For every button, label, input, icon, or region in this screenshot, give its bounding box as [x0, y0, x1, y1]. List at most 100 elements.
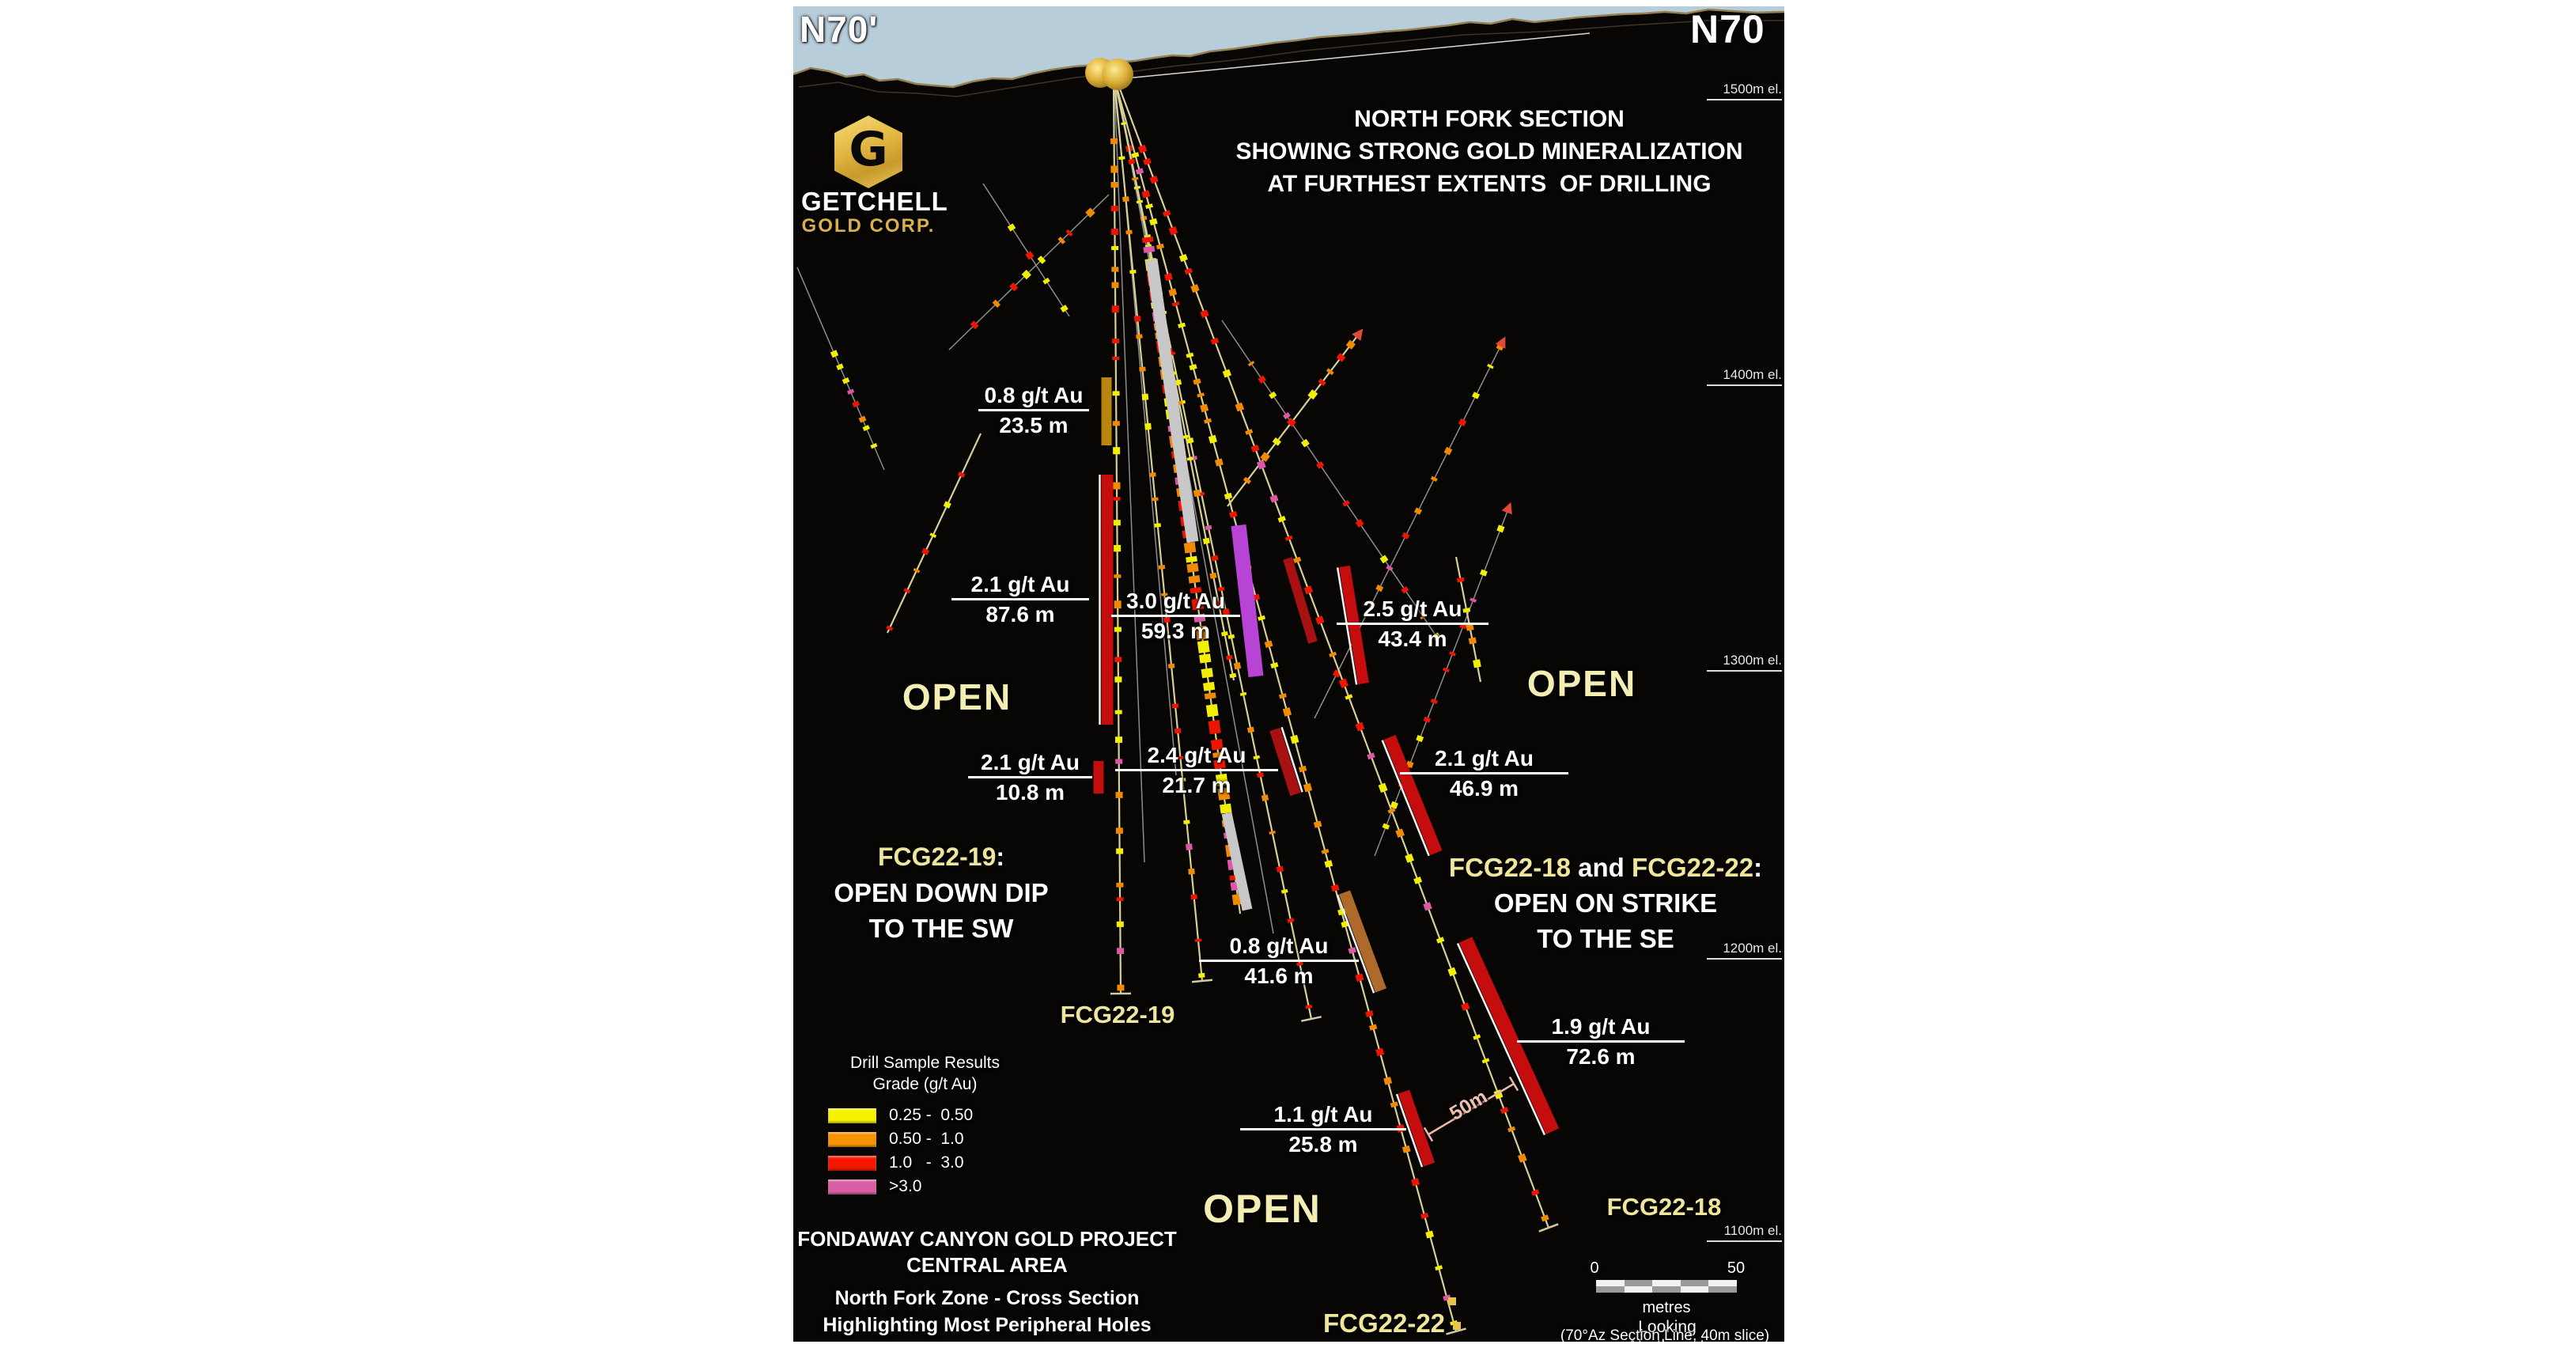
assay-interval-segment [1386, 565, 1394, 571]
assay-interval-segment [1307, 389, 1318, 400]
assay-interval-segment [1395, 828, 1405, 838]
assay-interval-segment [1337, 908, 1346, 916]
assay-interval-segment [1375, 584, 1384, 593]
highlight-interval-bar [1338, 890, 1387, 993]
assay-interval-segment [1321, 848, 1330, 854]
assay-interval-segment [1221, 630, 1228, 637]
assay-interval-segment [1193, 378, 1201, 385]
section-description: North Fork Zone - Cross Section Highligh… [797, 1285, 1177, 1339]
hole-label-fcg22-22: FCG22-22 [1322, 1308, 1446, 1338]
assay-interval-segment [1333, 669, 1341, 678]
open-label-bottom: OPEN [1203, 1187, 1322, 1231]
assay-interval-segment [1282, 412, 1291, 420]
assay-interval-segment [1420, 614, 1427, 620]
assay-interval-segment [1222, 369, 1231, 378]
assay-interval-segment [1432, 632, 1441, 641]
fraction-line [1111, 615, 1240, 617]
assay-interval-segment [1326, 368, 1334, 376]
assay-interval-segment [1204, 692, 1216, 700]
terrain-silhouette [793, 9, 1784, 1342]
assay-interval-segment [1250, 444, 1260, 452]
open-label-right: OPEN [1526, 663, 1637, 704]
assay-interval-segment [842, 377, 850, 384]
legend-swatch [828, 1155, 876, 1171]
assay-interval-segment [1224, 492, 1233, 500]
callout-line: TO THE SW [868, 914, 1014, 943]
assay-interval-segment [1135, 168, 1144, 175]
assay-interval-segment [1342, 500, 1350, 507]
assay-interval-segment [1329, 651, 1337, 657]
hole-end-tick [1301, 1016, 1322, 1022]
drill-trace [1221, 320, 1440, 642]
assay-interval-segment [1270, 662, 1279, 669]
assay-interval-segment [1222, 608, 1230, 616]
highlight-interval-bar [1283, 557, 1318, 644]
assay-interval-segment [1298, 765, 1307, 773]
assay-interval-segment [1162, 210, 1171, 218]
logo-subtitle: GOLD CORP. [801, 215, 936, 237]
assay-interval-segment [913, 567, 921, 574]
legend-entry: 0.25 - 0.50 [828, 1106, 1022, 1125]
legend-swatch [828, 1131, 876, 1147]
section-note: (70°Az Section Line, 40m slice) [1560, 1327, 1770, 1342]
assay-interval-segment [1287, 918, 1295, 923]
assay-interval-segment [1175, 400, 1183, 406]
assay-interval-segment [1215, 773, 1228, 787]
elevation-tick [1707, 670, 1782, 672]
assay-interval-segment [1401, 532, 1410, 540]
assay-interval-segment [1139, 366, 1146, 372]
trace-arrowhead-icon [1501, 502, 1512, 515]
assay-interval-segment [1065, 229, 1073, 237]
assay-interval-segment [1365, 1010, 1374, 1017]
assay-interval-segment [1186, 562, 1199, 573]
drill-trace [1115, 81, 1274, 934]
assay-interval-segment [1145, 203, 1153, 210]
assay-interval-segment [1211, 555, 1219, 562]
assay-interval-segment [1186, 555, 1197, 563]
drill-trace [1114, 81, 1145, 863]
assay-interval-segment [1178, 253, 1188, 263]
fraction-line [1240, 1128, 1406, 1130]
assay-interval-segment [1193, 489, 1201, 498]
assay-interval-segment [1184, 267, 1193, 275]
assay-interval-segment [1260, 452, 1270, 462]
assay-interval-segment [1141, 393, 1149, 400]
assay-interval-segment [1443, 446, 1453, 456]
fraction-line [1199, 960, 1359, 962]
assay-interval-segment [1272, 437, 1281, 446]
assay-interval-segment [1316, 461, 1325, 469]
assay-interval-segment [1264, 640, 1273, 648]
section-label-right: N70 [1690, 7, 1765, 51]
assay-interval-segment [1131, 152, 1140, 158]
scalebar-icon [1596, 1280, 1737, 1293]
assay-interval-segment [1277, 516, 1286, 523]
legend: Drill Sample Results Grade (g/t Au) 0.25… [828, 1052, 1022, 1201]
assay-interval-segment [1060, 305, 1069, 313]
assay-interval-segment [1338, 678, 1349, 688]
assay-interval-segment [1202, 537, 1210, 544]
fraction-line [978, 409, 1089, 411]
assay-interval-segment [1423, 902, 1432, 911]
drill-trace [887, 433, 982, 634]
elevation-label: 1200m el. [1707, 941, 1782, 960]
assay-interval-segment [1009, 282, 1019, 292]
assay-interval-segment [1007, 223, 1016, 232]
assay-interval-segment [1367, 752, 1375, 760]
hole-label-fcg22-18: FCG22-18 [1606, 1193, 1722, 1221]
assay-interval-segment [1149, 176, 1159, 184]
elevation-tick [1707, 384, 1782, 386]
assay-interval-segment [862, 425, 870, 432]
assay-interval-segment [903, 588, 911, 594]
assay-interval-segment [830, 350, 839, 358]
assay-interval-segment [1215, 600, 1223, 606]
assay-interval-segment [1355, 721, 1365, 732]
assay-interval-segment [1213, 759, 1226, 770]
highlight-interval-bar [1339, 565, 1369, 685]
open-label-left: OPEN [902, 676, 1012, 718]
legend-swatch [828, 1108, 876, 1123]
assay-interval-segment [1168, 225, 1178, 236]
callout-fcg22-19: FCG22-19: OPEN DOWN DIP TO THE SW [815, 839, 1068, 946]
